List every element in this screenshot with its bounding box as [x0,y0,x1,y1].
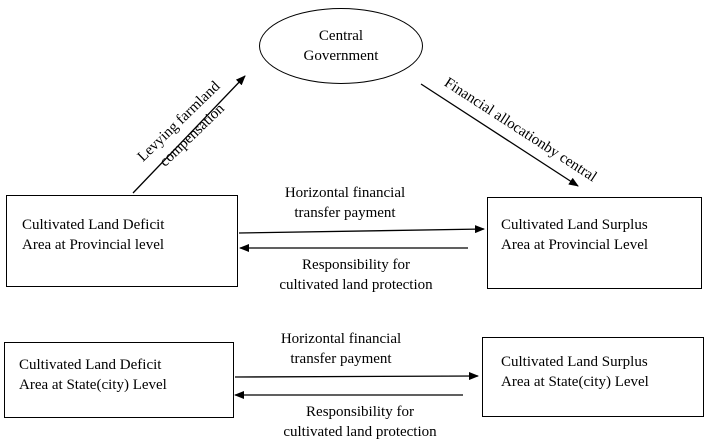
state-deficit-line1: Cultivated Land Deficit [19,357,162,373]
state-transfer-line2: transfer payment [290,351,392,367]
state-transfer-label: Horizontal financial transfer payment [266,329,416,369]
provincial-surplus-line1: Cultivated Land Surplus [501,217,648,233]
central-government-node: Central Government [259,8,423,84]
provincial-transfer-line2: transfer payment [294,205,396,221]
provincial-deficit-line2: Area at Provincial level [22,237,165,253]
state-responsibility-label: Responsibility for cultivated land prote… [270,402,450,442]
state-responsibility-line2: cultivated land protection [283,424,437,440]
arrow-state-transfer [234,372,479,381]
central-government-line1: Central [318,28,364,44]
provincial-deficit-box: Cultivated Land Deficit Area at Provinci… [6,195,238,287]
state-surplus-line2: Area at State(city) Level [501,374,649,390]
state-transfer-line1: Horizontal financial [280,331,402,347]
provincial-responsibility-line1: Responsibility for [302,257,410,273]
provincial-responsibility-line2: cultivated land protection [279,277,433,293]
arrow-provincial-transfer [238,225,485,234]
provincial-transfer-line1: Horizontal financial [284,185,406,201]
provincial-transfer-label: Horizontal financial transfer payment [270,183,420,223]
state-deficit-line2: Area at State(city) Level [19,377,167,393]
arrow-central-to-surplus [420,83,579,187]
state-responsibility-line1: Responsibility for [306,404,414,420]
provincial-surplus-line2: Area at Provincial Level [501,237,649,253]
state-surplus-box: Cultivated Land Surplus Area at State(ci… [482,337,704,417]
state-surplus-line1: Cultivated Land Surplus [501,354,648,370]
arrow-deficit-to-central [132,75,246,194]
central-government-line2: Government [303,48,379,64]
provincial-surplus-box: Cultivated Land Surplus Area at Provinci… [487,197,702,289]
provincial-deficit-line1: Cultivated Land Deficit [22,217,165,233]
state-deficit-box: Cultivated Land Deficit Area at State(ci… [4,342,234,418]
provincial-responsibility-label: Responsibility for cultivated land prote… [266,255,446,295]
